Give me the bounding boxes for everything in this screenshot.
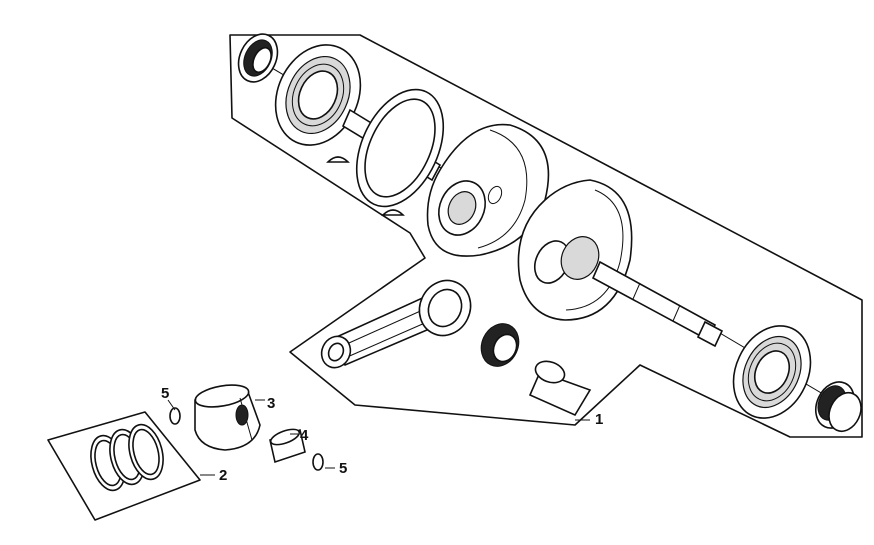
right-shaft <box>591 260 724 348</box>
callout-3: 3 <box>267 395 276 412</box>
leader-line-5a <box>167 399 176 411</box>
piston-rings-outline <box>47 411 201 521</box>
piston <box>194 384 261 451</box>
left-ball-bearing <box>274 44 362 146</box>
piston-pin-clip-right <box>312 453 324 471</box>
piston-pin-clip-left <box>169 407 181 425</box>
callout-5-right: 5 <box>339 460 348 477</box>
callout-1: 1 <box>595 411 604 428</box>
connecting-rod <box>320 279 472 369</box>
crankshaft-assembly-outline <box>229 34 863 438</box>
piston-pin <box>269 428 306 464</box>
woodruff-key-upper <box>326 156 350 163</box>
right-needle-bearing <box>814 381 862 433</box>
callout-2: 2 <box>219 467 228 484</box>
thrust-washer <box>355 88 445 208</box>
woodruff-key-lower <box>381 209 405 216</box>
callout-5-left: 5 <box>161 385 170 402</box>
piston-rings <box>90 423 164 492</box>
callout-4: 4 <box>300 427 309 444</box>
crank-pin <box>528 360 592 417</box>
left-needle-bearing <box>237 33 279 83</box>
right-ball-bearing <box>732 325 812 419</box>
big-end-needle-bearing <box>480 323 520 367</box>
right-crank-web <box>517 179 633 321</box>
